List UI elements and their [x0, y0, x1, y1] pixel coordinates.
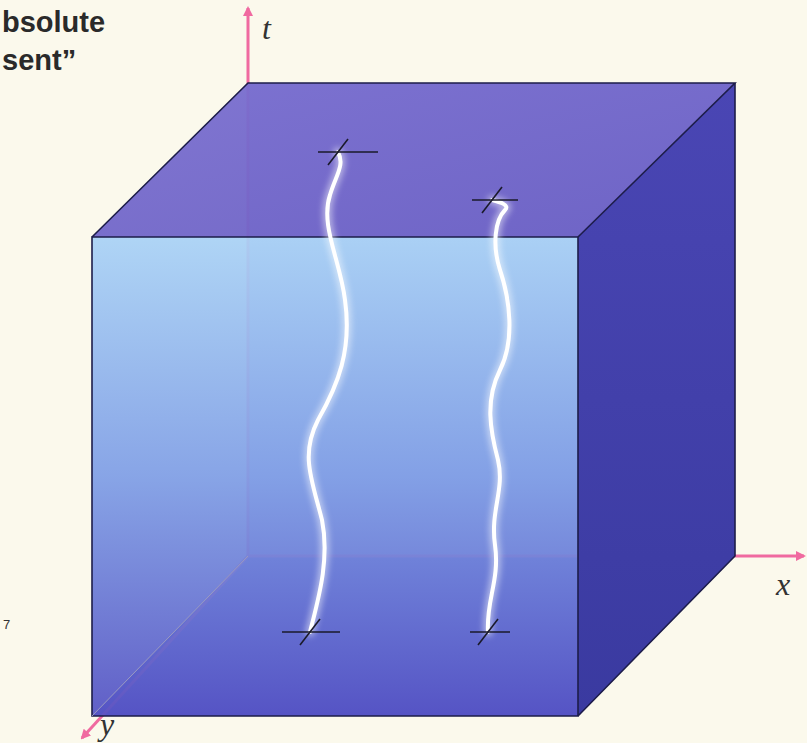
event-ticks: [282, 139, 518, 645]
heading-text: bsolute: [2, 8, 105, 37]
axis-label: x: [776, 568, 790, 600]
axis-label: t: [262, 12, 271, 44]
right-face: [578, 83, 735, 716]
heading-text: sent”: [2, 46, 76, 75]
hidden-edges: [92, 556, 248, 716]
axis-label: y: [100, 708, 114, 740]
worldlines: [309, 152, 510, 632]
page-number: 7: [3, 618, 10, 631]
cube-edges: [92, 83, 735, 716]
